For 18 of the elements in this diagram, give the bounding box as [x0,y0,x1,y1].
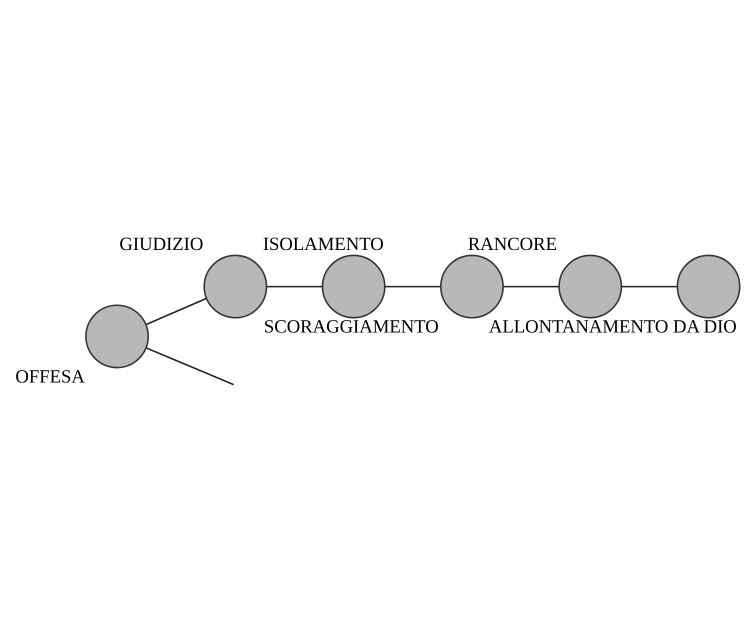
node-circle [322,254,386,318]
connector [384,286,440,288]
node-circle [440,254,504,318]
node-label: ALLONTANAMENTO DA DIO [488,316,737,338]
connector [146,298,207,326]
node-circle [676,254,740,318]
node-circle [203,254,268,318]
node-label: OFFESA [15,366,85,388]
node-circle [85,304,149,368]
connector [146,347,234,386]
connector [503,286,559,288]
node-circle [558,254,622,318]
node-label: SCORAGGIAMENTO [264,316,439,338]
node-label: ISOLAMENTO [262,234,384,256]
node-label: RANCORE [468,234,558,256]
node-label: GIUDIZIO [119,234,204,256]
connector [621,286,678,288]
connector [266,286,322,288]
